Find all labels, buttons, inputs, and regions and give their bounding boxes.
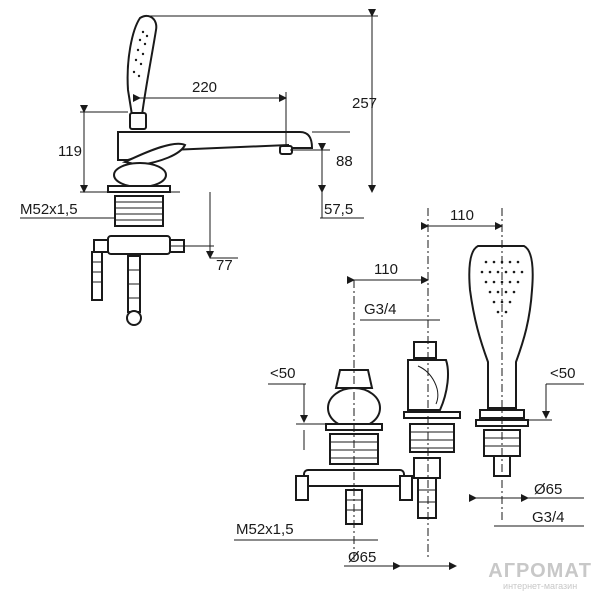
- dim-spout-reach: 220: [192, 79, 217, 96]
- handshower-holder: [129, 112, 147, 130]
- top-view: 220 257 119 88 57,5 77 M52x1,5: [20, 9, 378, 326]
- dim-deck-left: <50: [270, 365, 295, 382]
- watermark: АГРОМАТ интернет-магазин: [488, 561, 592, 592]
- dim-total-height: 257: [352, 95, 377, 112]
- dim-spout-height: 88: [336, 153, 353, 170]
- hose-left: [91, 251, 103, 301]
- dim-diameter-left: Ø65: [348, 549, 376, 566]
- threaded-shank-middle: [409, 423, 455, 453]
- dim-deck-right: <50: [550, 365, 575, 382]
- handshower-top: [126, 14, 158, 116]
- hose-end-cap: [126, 310, 142, 326]
- dim-thread-bottom: G3/4: [532, 509, 565, 526]
- dim-thread-top: G3/4: [364, 301, 397, 318]
- threaded-shank: [114, 195, 164, 227]
- handshower-nozzles: [132, 30, 149, 78]
- dim-spacing-right: 110: [450, 207, 474, 224]
- dim-spout-offset: 57,5: [324, 201, 353, 218]
- dim-connection-depth: 77: [216, 257, 233, 274]
- dim-mount-thread-top: M52x1,5: [20, 201, 78, 218]
- dim-mount-thread-bottom: M52x1,5: [236, 521, 294, 538]
- dim-diameter-right: Ø65: [534, 481, 562, 498]
- lever-handle: [121, 142, 187, 167]
- deck-ring: [107, 185, 171, 193]
- dim-body-height: 119: [58, 143, 82, 160]
- handshower-bottom: [468, 245, 534, 409]
- bottom-view: 110 110 G3/4 <50 <50 Ø65 G3/4 M52x1,5: [234, 207, 584, 570]
- hose-bottom-middle: [417, 477, 437, 519]
- dim-spacing-left: 110: [374, 261, 398, 278]
- handshower-bottom-nozzles: [480, 260, 524, 314]
- connector-block: [107, 235, 171, 255]
- watermark-tagline: интернет-магазин: [503, 581, 578, 591]
- watermark-brand: АГРОМАТ: [488, 560, 592, 582]
- spout-base: [113, 162, 167, 188]
